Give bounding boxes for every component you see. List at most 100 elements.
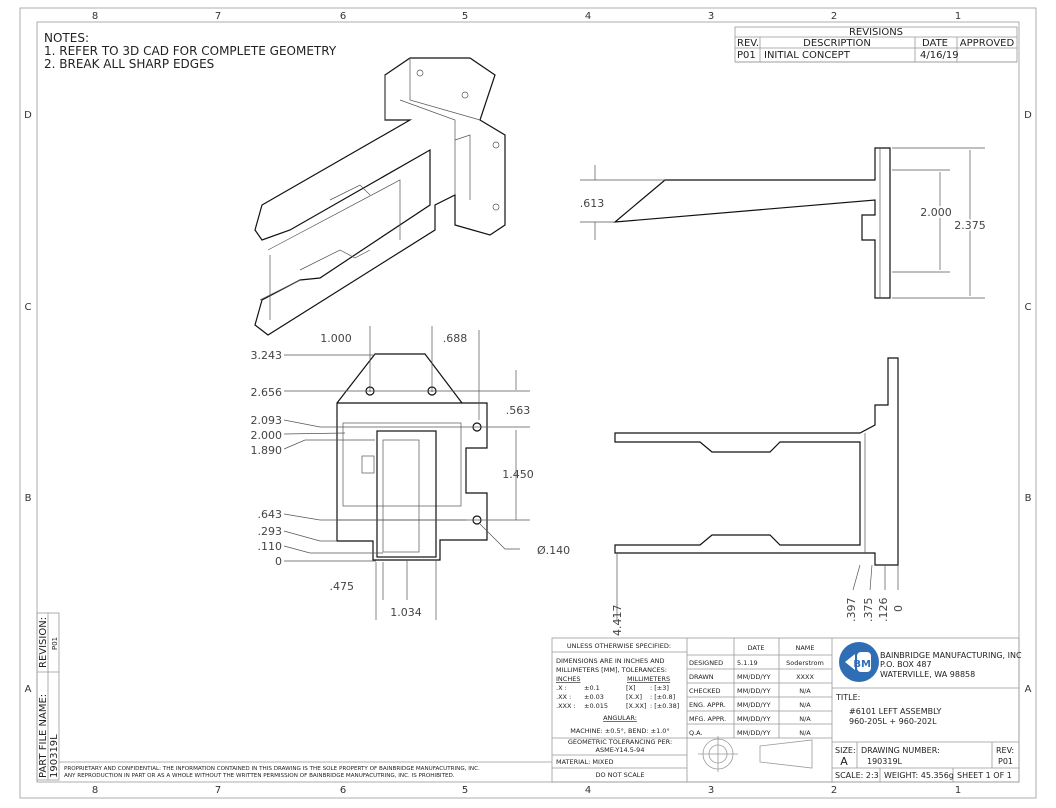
side-view: .613 2.000 2.375 xyxy=(580,147,988,299)
logo-text: BMI xyxy=(853,659,874,670)
date-cell: 4/16/19 xyxy=(920,50,959,61)
side-panel: REVISION: P01 PART FILE NAME: 190319L xyxy=(36,612,60,781)
zone-col: 7 xyxy=(215,785,221,796)
approval-cell: DESIGNED xyxy=(689,659,723,667)
revisions-title: REVISIONS xyxy=(849,27,903,38)
tol-cell: : [±0.38] xyxy=(650,702,679,710)
approval-cell: Q.A. xyxy=(689,729,703,737)
dim-label: .643 xyxy=(258,508,283,521)
zone-col: 5 xyxy=(462,785,468,796)
front-view xyxy=(283,326,530,620)
zone-columns-bottom: 8 7 6 5 4 3 2 1 xyxy=(92,785,961,796)
tol-cell: : [±0.8] xyxy=(650,693,675,701)
tol-cell: [X.XX] xyxy=(626,702,647,710)
gdt-standard: ASME-Y14.5-94 xyxy=(596,746,645,754)
notes-heading: NOTES: xyxy=(44,31,89,45)
approvals-date-header: DATE xyxy=(748,644,765,652)
zone-col: 3 xyxy=(708,785,714,796)
approval-cell: 5.1.19 xyxy=(737,659,758,667)
approval-cell: MFG. APPR. xyxy=(689,715,726,723)
dim-label: .375 xyxy=(862,598,875,623)
zone-col: 8 xyxy=(92,785,98,796)
tol-cell: [X.X] xyxy=(626,693,642,701)
angular-values: MACHINE: ±0.5°, BEND: ±1.0° xyxy=(570,727,669,735)
approval-cell: MM/DD/YY xyxy=(737,701,771,709)
dim-label: 2.000 xyxy=(251,429,283,442)
zone-row: D xyxy=(24,110,32,121)
do-not-scale: DO NOT SCALE xyxy=(595,771,644,779)
zone-col: 5 xyxy=(462,11,468,22)
zone-rows: D C B A D C B A xyxy=(24,110,1032,695)
part-file-label: PART FILE NAME: xyxy=(38,694,49,778)
revision-label: REVISION: xyxy=(38,617,49,668)
tolerance-heading: UNLESS OTHERWISE SPECIFIED: xyxy=(567,642,671,650)
title-line: #6101 LEFT ASSEMBLY xyxy=(849,707,941,716)
zone-col: 1 xyxy=(955,785,961,796)
size-label: SIZE: xyxy=(835,746,856,755)
zone-col: 6 xyxy=(340,785,346,796)
zone-row: A xyxy=(25,684,32,695)
drawing-number-label: DRAWING NUMBER: xyxy=(861,746,940,755)
rev-header: REV. xyxy=(737,38,759,49)
approval-cell: N/A xyxy=(799,687,811,695)
tol-cell: ±0.03 xyxy=(584,693,604,701)
zone-row: B xyxy=(1025,493,1032,504)
isometric-view xyxy=(254,57,506,336)
dim-label: .688 xyxy=(443,332,468,345)
zone-row: B xyxy=(25,493,32,504)
tol-cell: [X] xyxy=(626,684,636,692)
dim-label: .293 xyxy=(258,525,283,538)
proprietary-line: PROPRIETARY AND CONFIDENTIAL: THE INFORM… xyxy=(64,766,480,772)
approval-cell: XXXX xyxy=(796,673,814,681)
revisions-table: REVISIONS REV. DESCRIPTION DATE APPROVED… xyxy=(734,26,1018,63)
dim-label: 3.243 xyxy=(251,349,283,362)
proprietary-notice: PROPRIETARY AND CONFIDENTIAL: THE INFORM… xyxy=(59,761,552,779)
zone-row: C xyxy=(25,302,32,313)
bottom-view: 4.417 .397 .375 .126 0 xyxy=(611,357,905,637)
dim-label: 1.034 xyxy=(390,606,422,619)
front-view-dimensions: 3.243 2.656 2.093 2.000 1.890 .643 .293 … xyxy=(251,332,571,619)
company-name: BAINBRIDGE MANUFACTURING, INC xyxy=(880,651,1022,660)
description-header: DESCRIPTION xyxy=(803,38,871,49)
zone-col: 7 xyxy=(215,11,221,22)
description-cell: INITIAL CONCEPT xyxy=(764,50,851,61)
tol-cell: : [±3] xyxy=(650,684,669,692)
approval-cell: CHECKED xyxy=(689,687,720,695)
rev-label: REV: xyxy=(996,746,1014,755)
material: MATERIAL: MIXED xyxy=(556,758,613,766)
approval-cell: MM/DD/YY xyxy=(737,687,771,695)
gdt-label: GEOMETRIC TOLERANCING PER: xyxy=(568,738,672,746)
approvals-name-header: NAME xyxy=(795,644,814,652)
title-line: 960-205L + 960-202L xyxy=(849,717,937,726)
angular-label: ANGULAR: xyxy=(603,714,637,722)
approved-header: APPROVED xyxy=(960,38,1015,49)
proprietary-line: ANY REPRODUCTION IN PART OR AS A WHOLE W… xyxy=(64,773,455,779)
dim-label: 2.656 xyxy=(251,386,283,399)
outer-border xyxy=(19,7,1037,799)
notes: NOTES: 1. REFER TO 3D CAD FOR COMPLETE G… xyxy=(44,31,337,71)
title-label: TITLE: xyxy=(835,693,860,702)
tol-cell: .X : xyxy=(556,684,567,692)
zone-col: 2 xyxy=(831,11,837,22)
dim-label: .563 xyxy=(506,404,531,417)
third-angle-projection-icon xyxy=(698,736,813,772)
zone-col: 8 xyxy=(92,11,98,22)
dim-label: 1.450 xyxy=(502,468,534,481)
weight: WEIGHT: 45.356g xyxy=(884,771,954,780)
dim-label: 4.417 xyxy=(611,605,624,637)
approval-cell: N/A xyxy=(799,729,811,737)
approval-cell: MM/DD/YY xyxy=(737,673,771,681)
tol-cell: ±0.015 xyxy=(584,702,608,710)
inner-frame xyxy=(36,21,1020,783)
dim-label: 0 xyxy=(275,555,282,568)
revision-value: P01 xyxy=(51,637,59,650)
dim-label: Ø.140 xyxy=(537,544,570,557)
rev-value: P01 xyxy=(998,757,1013,766)
zone-col: 3 xyxy=(708,11,714,22)
zone-col: 2 xyxy=(831,785,837,796)
zone-col: 1 xyxy=(955,11,961,22)
tol-cell: .XXX : xyxy=(556,702,576,710)
dim-label: .110 xyxy=(258,540,283,553)
zone-row: C xyxy=(1025,302,1032,313)
